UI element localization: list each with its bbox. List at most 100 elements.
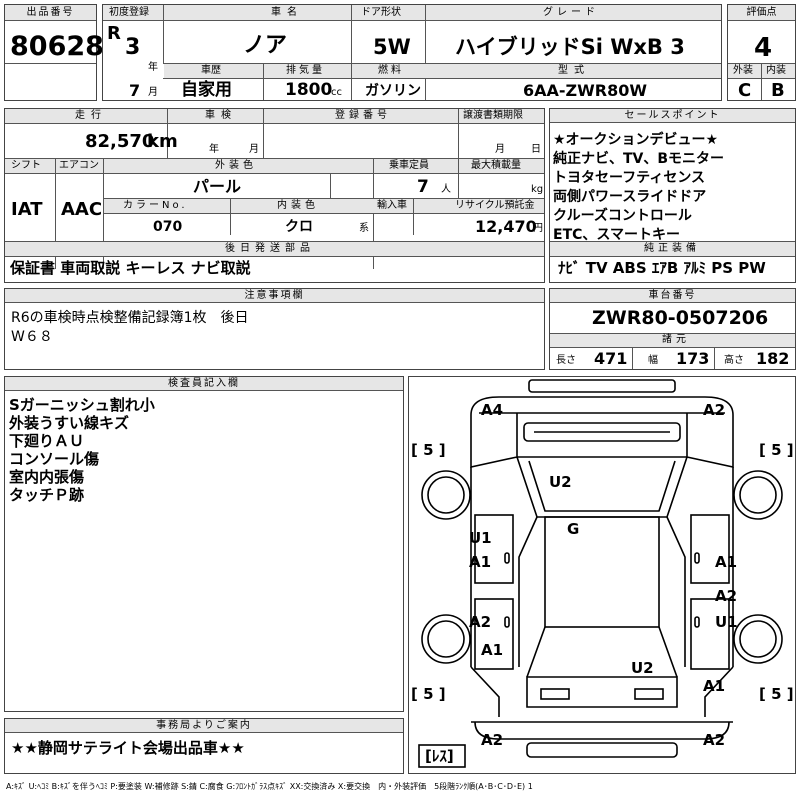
- legend: A:ｷｽﾞ U:ﾍｺﾐ B:ｷｽﾞを伴うﾍｺﾐ P:要塗装 W:補修跡 S:錆 …: [6, 782, 533, 791]
- history-label: 車歴: [201, 65, 221, 76]
- door-label: ドア形状: [361, 7, 401, 18]
- bracket-tl: [ 5 ]: [411, 441, 446, 459]
- door-value: 5W: [373, 35, 411, 59]
- mark-a1-right-rear: A1: [703, 677, 725, 695]
- ext-value: C: [738, 80, 752, 101]
- mark-u1-right: U1: [715, 613, 738, 631]
- equipment-label: 純正装備: [644, 243, 700, 254]
- first-reg-year-unit: 年: [148, 62, 158, 73]
- shift-label: シフト: [11, 160, 41, 171]
- bracket-br: [ 5 ]: [759, 685, 794, 703]
- transfer-label: 譲渡書類期限: [463, 110, 523, 121]
- score-box: 評価点 4 外装 内装 C B: [727, 4, 796, 101]
- later-parts-label: 後日発送部品: [225, 243, 315, 254]
- equipment-value: ﾅﾋﾞ TV ABS ｴｱB ｱﾙﾐ PS PW: [558, 259, 766, 277]
- mark-a2-right: A2: [715, 587, 737, 605]
- ac-label: エアコン: [59, 160, 99, 171]
- recycle-value: 12,470: [475, 217, 537, 236]
- import-label: 輸入車: [377, 200, 407, 211]
- color-no-value: 070: [153, 219, 183, 235]
- notes-label: 注意事項欄: [5, 289, 544, 303]
- mileage-unit: km: [147, 131, 178, 152]
- inspection-year-unit: 年: [209, 144, 219, 155]
- lot-label: 出品番号: [5, 5, 96, 21]
- inspection-month-unit: 月: [249, 144, 259, 155]
- detail-table: 走行 車検 登録番号 譲渡書類期限 82,570 km 年 月 月 日 シフト …: [4, 108, 545, 283]
- sales-point-line: 純正ナビ、TV、Bモニター: [553, 151, 725, 167]
- mark-u2-rear: U2: [631, 659, 654, 677]
- first-reg-year: 3: [125, 35, 141, 60]
- mark-u1-left: U1: [469, 529, 492, 547]
- mark-g: G: [567, 520, 579, 538]
- mark-a1-left-front: A1: [469, 553, 491, 571]
- fuel-value: ガソリン: [365, 83, 421, 99]
- ac-value: AAC: [61, 199, 103, 220]
- length-label: 長さ: [556, 355, 576, 366]
- inspector-note-line: 室内内張傷: [9, 468, 85, 486]
- recycle-unit: 円: [533, 223, 543, 234]
- int-value: B: [771, 80, 785, 101]
- sales-point-line: クルーズコントロール: [553, 208, 692, 224]
- first-reg-month: 7: [129, 81, 141, 100]
- inspector-label: 検査員記入欄: [5, 377, 403, 391]
- ext-label: 外装: [733, 65, 753, 76]
- max-load-unit: kg: [531, 184, 544, 195]
- grade-value: ハイブリッドSi WxB 3: [455, 35, 685, 59]
- mark-a2-front-right: A2: [703, 401, 725, 419]
- color-no-label: カラーNo.: [123, 200, 188, 211]
- width-value: 173: [676, 349, 710, 368]
- displacement-unit: cc: [331, 87, 342, 98]
- spec-header-box: 初度登録 車名 ドア形状 グレード R 3 年 ノア 5W ハイブリッドSi W…: [102, 4, 722, 101]
- reg-no-label: 登録番号: [335, 110, 391, 121]
- car-diagram: [ 5 ] [ 5 ] [ 5 ] [ 5 ] [ﾚｽ] A4 A2 U2 G …: [411, 379, 794, 768]
- lot-box: 出品番号 80628: [4, 4, 104, 101]
- office-label: 事務局よりご案内: [5, 719, 403, 733]
- shift-value: IAT: [11, 199, 43, 220]
- score-label: 評価点: [728, 5, 795, 21]
- first-reg-era: R: [107, 23, 121, 44]
- max-load-label: 最大積載量: [471, 160, 521, 171]
- model-name-value: ノア: [243, 33, 288, 58]
- displacement-value: 1800: [285, 80, 333, 100]
- sales-point-line: 両側パワースライドドア: [553, 189, 707, 205]
- mark-a1-left-rear: A1: [481, 641, 503, 659]
- transfer-day-unit: 日: [531, 144, 541, 155]
- type-label: 型式: [558, 65, 590, 76]
- mark-a2-left: A2: [469, 613, 491, 631]
- sales-points-box: セールスポイント ★オークションデビュー★純正ナビ、TV、Bモニタートヨタセーフ…: [549, 108, 796, 283]
- sales-points-label: セールスポイント: [550, 109, 795, 123]
- notes-line-2: W６８: [11, 329, 53, 345]
- mark-a2-rear-left: A2: [481, 731, 503, 749]
- inspector-note-line: 外装うすい線キズ: [9, 414, 130, 432]
- capacity-unit: 人: [441, 184, 451, 195]
- mark-a1-right-front: A1: [715, 553, 737, 571]
- later-parts-value: 保証書 車両取説 キーレス ナビ取説: [10, 259, 251, 277]
- transfer-month-unit: 月: [495, 144, 505, 155]
- bracket-bl: [ 5 ]: [411, 685, 446, 703]
- fuel-label: 燃料: [378, 65, 404, 76]
- bracket-tr: [ 5 ]: [759, 441, 794, 459]
- length-value: 471: [594, 349, 628, 368]
- first-reg-month-unit: 月: [148, 87, 158, 98]
- score-value: 4: [754, 33, 773, 63]
- mark-u2-hood: U2: [549, 473, 572, 491]
- chassis-box: 車台番号 ZWR80-0507206 諸元 長さ 471 幅 173 高さ 18…: [549, 288, 796, 370]
- first-reg-label: 初度登録: [109, 7, 149, 18]
- chassis-label: 車台番号: [550, 289, 795, 303]
- inspector-note-line: 下廻りＡＵ: [9, 432, 85, 450]
- model-name-label: 車名: [271, 7, 303, 18]
- office-value: ★★静岡サテライト会場出品車★★: [11, 739, 245, 757]
- recycle-label: リサイクル預託金: [455, 200, 535, 211]
- inspector-note-line: Sガーニッシュ割れ小: [9, 396, 155, 414]
- mark-a4: A4: [481, 401, 503, 419]
- displacement-label: 排気量: [286, 65, 325, 76]
- notes-box: 注意事項欄 R6の車検時点検整備記録簿1枚 後日 W６８: [4, 288, 545, 370]
- mileage-value: 82,570: [85, 131, 155, 152]
- chassis-value: ZWR80-0507206: [592, 307, 769, 329]
- specs-label: 諸元: [662, 334, 690, 345]
- ext-color-label: 外装色: [215, 160, 257, 171]
- int-color-unit: 系: [359, 223, 369, 234]
- int-color-label: 内装色: [277, 200, 319, 211]
- int-color-value: クロ: [285, 219, 313, 235]
